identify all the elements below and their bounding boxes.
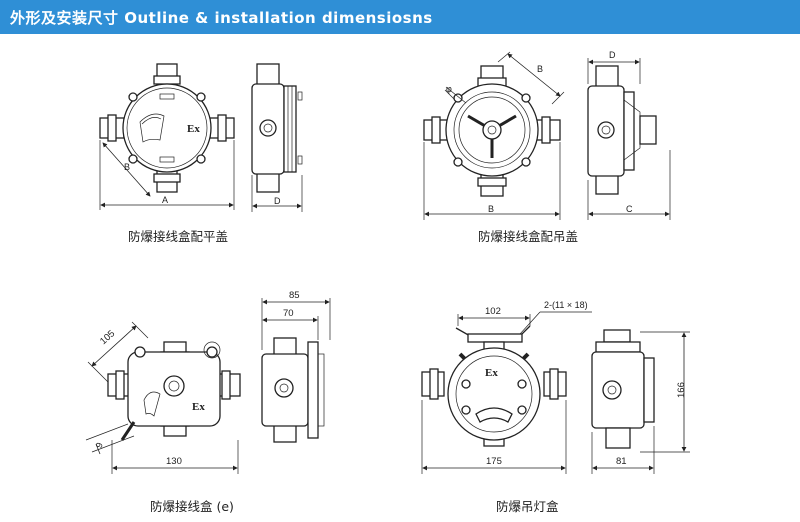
hanging-cover-front-view: φ B B	[423, 51, 565, 220]
dim-d-side-label: D	[609, 50, 616, 60]
dim-105-label: 105	[98, 328, 117, 347]
ex-mark-e: Ex	[192, 401, 205, 413]
dim-70-label: 70	[283, 308, 294, 319]
dim-d-label: D	[274, 196, 281, 206]
flat-cover-front-view: Ex A B	[99, 63, 235, 210]
ex-mark: Ex	[187, 123, 200, 135]
dim-9-label: 9	[94, 441, 105, 449]
flat-cover-side-view: D	[251, 63, 303, 212]
dim-175-label: 175	[486, 456, 502, 467]
dim-b-top-label: B	[537, 64, 543, 74]
dim-81-label: 81	[616, 456, 627, 467]
dim-a-label: A	[162, 195, 168, 205]
dim-phi-label: φ	[446, 84, 452, 94]
junction-box-e-side-view: 85 70	[261, 290, 331, 443]
technical-drawings: Ex A B D	[85, 50, 690, 474]
hanging-cover-side-view: D C	[587, 50, 671, 220]
dim-166-label: 166	[676, 382, 687, 398]
caption-junction-box-e: 防爆接线盒 (e)	[150, 499, 234, 514]
caption-lamp-box: 防爆吊灯盒	[496, 499, 559, 514]
dim-holes-label: 2-(11 × 18)	[544, 300, 588, 310]
ex-mark-lamp: Ex	[485, 367, 498, 379]
header-bar: 外形及安装尺寸 Outline & installation dimensios…	[0, 0, 800, 34]
lamp-box-side-view: 166 81	[591, 329, 690, 474]
dim-b-label: B	[124, 162, 130, 172]
caption-flat-cover: 防爆接线盒配平盖	[128, 229, 229, 244]
caption-hanging-cover: 防爆接线盒配吊盖	[478, 229, 579, 244]
dim-c-label: C	[626, 204, 633, 214]
junction-box-e-front-view: Ex 105 9 130	[85, 321, 241, 474]
page-title: 外形及安装尺寸 Outline & installation dimensios…	[10, 9, 433, 27]
dim-102-label: 102	[485, 306, 501, 317]
dim-b-bottom-label: B	[488, 204, 494, 214]
dim-130-label: 130	[166, 456, 182, 467]
lamp-box-front-view: Ex 102 2-(11 × 18) 175	[421, 300, 592, 474]
dim-85-label: 85	[289, 290, 300, 301]
